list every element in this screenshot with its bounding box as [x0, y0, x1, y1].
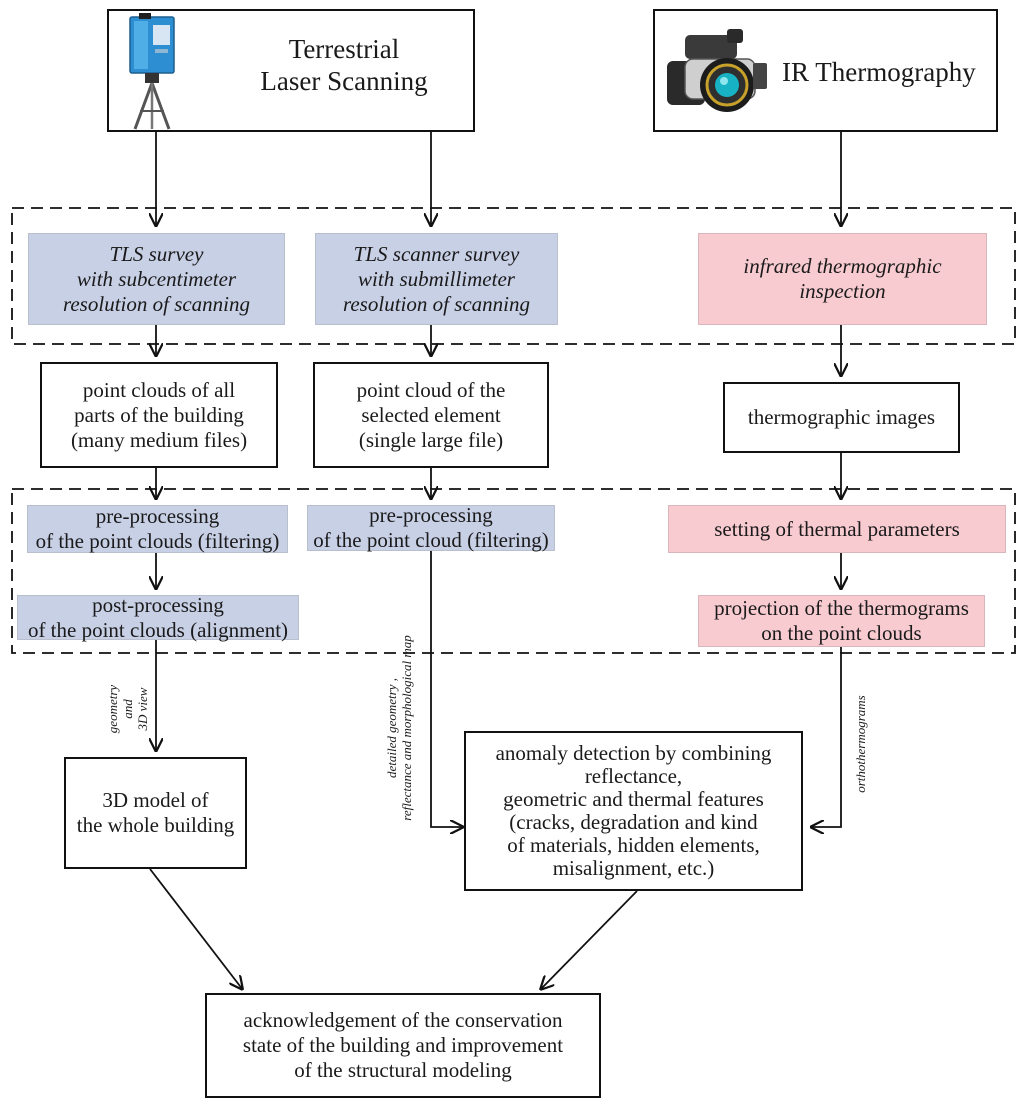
orthothermograms-label: orthothermograms: [853, 695, 868, 793]
thermographic-images: thermographic images: [723, 382, 960, 453]
arrow-projection-to-anomaly: [810, 647, 842, 827]
postprocessing-point-clouds: post-processing of the point clouds (ali…: [17, 593, 299, 642]
anomaly-detection: anomaly detection by combining reflectan…: [464, 731, 803, 891]
acquisition-group: [11, 207, 1016, 345]
point-cloud-selected-element: point cloud of the selected element (sin…: [313, 362, 549, 468]
laser-scanner-icon: [129, 13, 175, 130]
conservation-state-acknowledgement: acknowledgement of the conservation stat…: [205, 993, 601, 1098]
tls-submillimeter-survey: TLS scanner survey with submillimeter re…: [315, 233, 558, 325]
tls-box: Terrestrial Laser Scanning: [107, 9, 475, 132]
geometry-3d-view-label: geometry and 3D view: [105, 684, 150, 734]
point-clouds-all-parts: point clouds of all parts of the buildin…: [40, 362, 278, 468]
ir-title: IR Thermography: [782, 57, 976, 87]
tls-title: Terrestrial Laser Scanning: [260, 34, 428, 96]
preprocessing-point-cloud: pre-processing of the point cloud (filte…: [307, 503, 555, 552]
processing-group: [11, 488, 1016, 654]
thermal-parameters-setting: setting of thermal parameters: [668, 505, 1006, 553]
arrow-anomaly-to-final: [540, 890, 638, 990]
tls-subcentimeter-survey: TLS survey with subcentimeter resolution…: [28, 233, 285, 325]
3d-model-building: 3D model of the whole building: [64, 757, 247, 869]
arrow-model-to-final: [149, 868, 243, 990]
detailed-geometry-label: detailed geometry , reflectance and morp…: [384, 635, 414, 821]
ir-box: IR Thermography: [653, 9, 998, 132]
arrow-preprocess-to-anomaly: [430, 551, 464, 827]
thermal-camera-icon: [667, 29, 767, 112]
infrared-inspection: infrared thermographic inspection: [698, 233, 987, 325]
preprocessing-point-clouds: pre-processing of the point clouds (filt…: [27, 504, 288, 553]
thermogram-projection: projection of the thermograms on the poi…: [698, 595, 985, 647]
